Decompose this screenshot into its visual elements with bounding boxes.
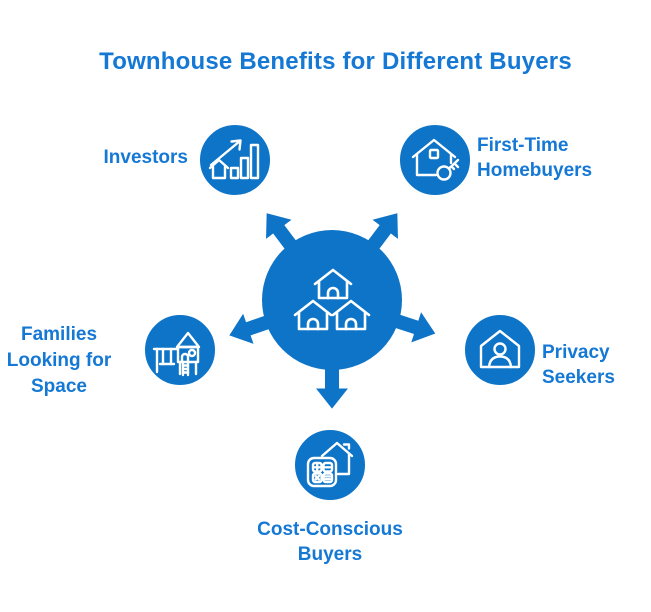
label-investors: Investors <box>103 147 188 168</box>
label-first-time-homebuyers: First-Time Homebuyers <box>477 135 593 181</box>
node-families-looking-for-space <box>142 312 218 388</box>
node-cost-conscious-buyers <box>292 427 368 503</box>
node-first-time-homebuyers <box>397 122 473 198</box>
node-privacy-seekers <box>462 312 538 388</box>
calculator-house-icon <box>306 441 354 488</box>
playground-icon <box>152 331 201 377</box>
label-privacy-seekers: Privacy Seekers <box>542 342 615 388</box>
house-key-icon <box>411 138 460 181</box>
label-cost-conscious-buyers: Cost-Conscious Buyers <box>257 519 403 565</box>
node-investors <box>197 122 273 198</box>
investment-growth-chart-icon <box>208 139 260 180</box>
page-title: Townhouse Benefits for Different Buyers <box>99 48 572 75</box>
label-families-looking-for-space: Families Looking for Space <box>6 324 112 397</box>
house-person-icon <box>479 329 521 369</box>
hub-circle <box>262 230 402 370</box>
